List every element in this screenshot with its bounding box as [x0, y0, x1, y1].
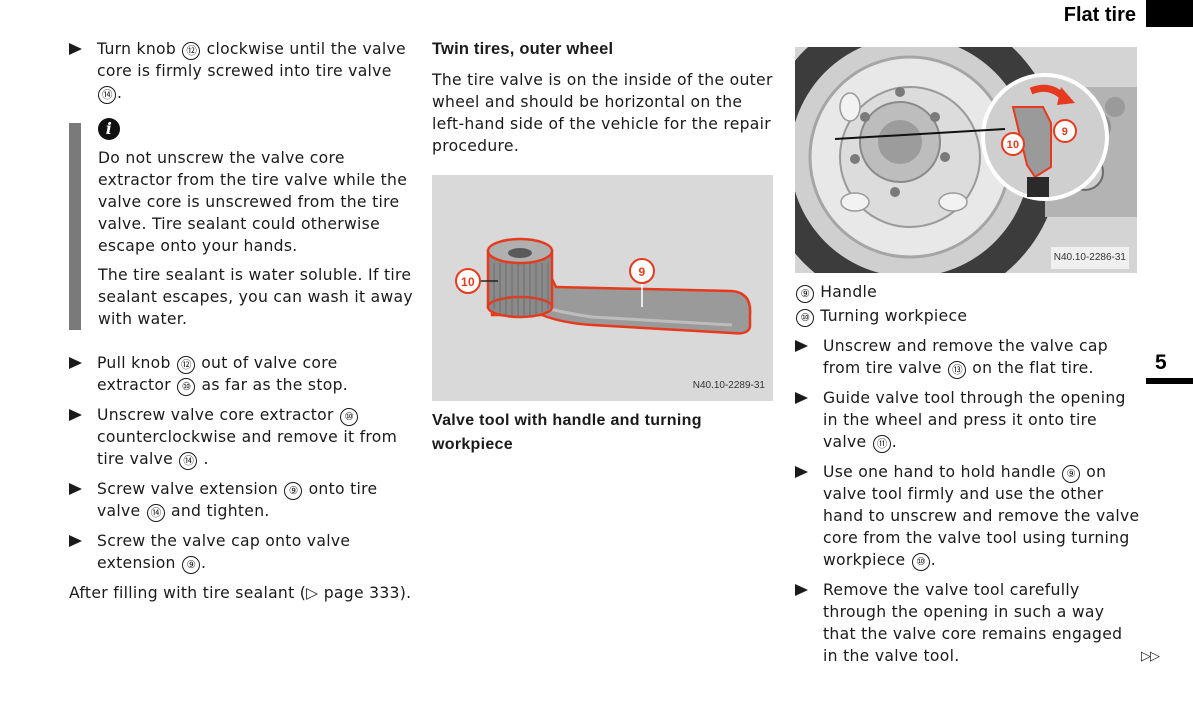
instruction-step: Screw the valve cap onto valve extension… — [69, 530, 414, 574]
callout-number: ⑩ — [796, 309, 814, 327]
right-column: 10 9 N40.10-2286-31 ⑨ Handle ⑩ Turning w… — [760, 7, 1140, 675]
bullet-arrow-icon — [69, 357, 82, 369]
callout-number: ⑭ — [179, 452, 198, 470]
info-bar — [69, 123, 81, 330]
callout-number: ⑭ — [98, 86, 116, 104]
instruction-step: Turn knob ⑫ clockwise until the valve co… — [69, 38, 414, 104]
bullet-arrow-icon — [795, 466, 808, 478]
middle-column: Twin tires, outer wheel The tire valve i… — [432, 38, 775, 457]
callout-label-9: 9 — [1062, 126, 1068, 138]
bullet-arrow-icon — [795, 340, 808, 352]
bullet-arrow-icon — [69, 535, 82, 547]
legend-item: ⑩ Turning workpiece — [795, 305, 1140, 327]
callout-number: ⑫ — [182, 42, 201, 60]
callout-number: ⑩ — [339, 408, 358, 426]
chapter-tab: 5 — [1146, 348, 1193, 384]
info-icon: i — [98, 118, 120, 140]
valve-tool-figure: 10 9 N40.10-2289-31 — [432, 175, 773, 401]
bullet-arrow-icon — [795, 392, 808, 404]
instruction-step: Pull knob ⑫ out of valve core extractor … — [69, 352, 414, 396]
callout-label-9: 9 — [639, 265, 646, 279]
instruction-step: Screw valve extension ⑨ onto tire valve … — [69, 478, 414, 522]
bullet-arrow-icon — [69, 43, 82, 55]
bullet-arrow-icon — [69, 409, 82, 421]
info-paragraph: Do not unscrew the valve core extractor … — [98, 149, 408, 255]
callout-label-10: 10 — [461, 275, 475, 289]
continue-mark: ▷▷ — [1141, 649, 1160, 664]
info-box: i Do not unscrew the valve core extracto… — [69, 118, 414, 330]
instruction-step: Unscrew and remove the valve cap from ti… — [795, 335, 1140, 379]
header-block — [1146, 0, 1193, 27]
section-paragraph: The tire valve is on the inside of the o… — [432, 71, 773, 155]
callout-number: ⑩ — [911, 553, 930, 571]
bullet-arrow-icon — [795, 584, 808, 596]
left-column: Turn knob ⑫ clockwise until the valve co… — [69, 38, 414, 604]
figure-code: N40.10-2289-31 — [692, 380, 765, 391]
after-note: After filling with tire sealant (▷ page … — [69, 584, 412, 602]
callout-number: ⑨ — [181, 556, 200, 574]
instruction-step: Use one hand to hold handle ⑨ on valve t… — [795, 461, 1140, 571]
valve-tool-illustration: 10 9 — [455, 237, 752, 335]
instruction-step: Remove the valve tool carefully through … — [795, 579, 1140, 667]
callout-number: ⑨ — [796, 285, 814, 303]
info-paragraph: The tire sealant is water soluble. If ti… — [98, 266, 413, 328]
callout-number: ⑨ — [284, 482, 303, 500]
page-title: Flat tire — [1063, 4, 1136, 26]
callout-number: ⑬ — [948, 361, 967, 379]
figure-caption: Valve tool with handle and turning workp… — [432, 412, 702, 453]
section-heading: Twin tires, outer wheel — [432, 40, 614, 58]
figure-legend: ⑨ Handle ⑩ Turning workpiece — [795, 281, 1140, 327]
callout-label-10: 10 — [1007, 139, 1020, 151]
figure-code: N40.10-2286-31 — [1050, 247, 1129, 269]
legend-item: ⑨ Handle — [795, 281, 1140, 303]
callout-number: ⑨ — [1061, 465, 1080, 483]
bullet-arrow-icon — [69, 483, 82, 495]
callout-number: ⑩ — [177, 378, 196, 396]
instruction-step: Unscrew valve core extractor ⑩ countercl… — [69, 404, 414, 470]
chapter-number: 5 — [1155, 351, 1167, 374]
wheel-figure: 10 9 N40.10-2286-31 — [760, 7, 1137, 307]
wheel-illustration: 10 9 — [760, 7, 1137, 307]
callout-number: ⑫ — [176, 356, 195, 374]
callout-number: ⑭ — [146, 504, 165, 522]
callout-number: ⑪ — [872, 435, 891, 453]
instruction-step: Guide valve tool through the opening in … — [795, 387, 1140, 453]
